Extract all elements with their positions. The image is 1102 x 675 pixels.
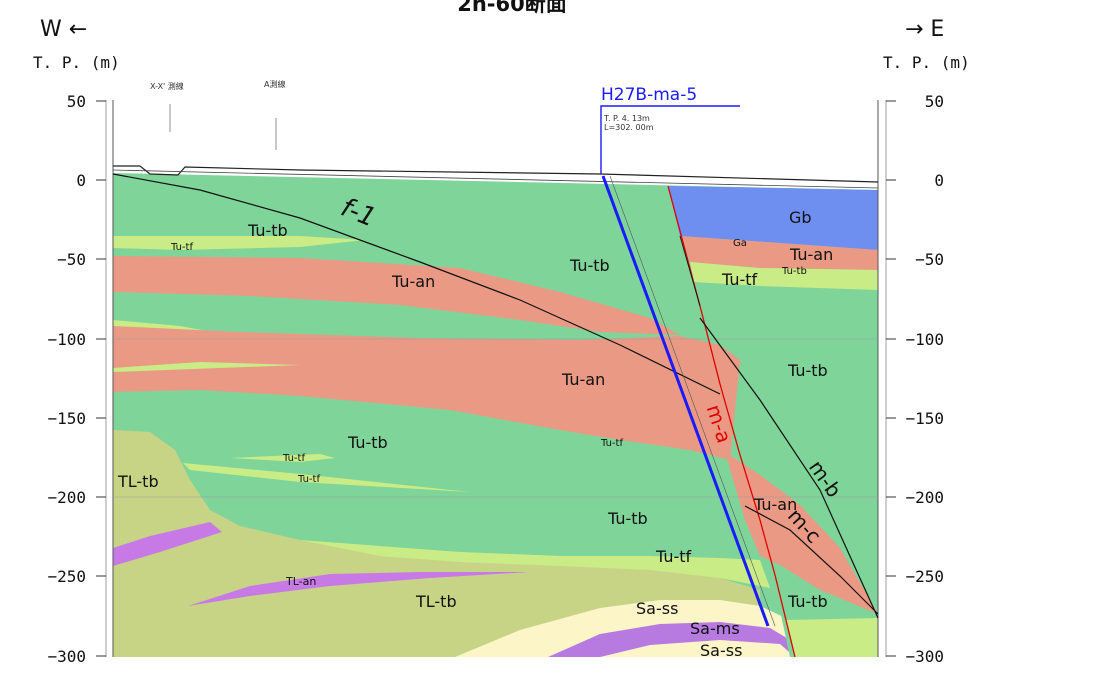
layer-tu-tf-lower	[113, 362, 300, 372]
label-tu-tf-4: Tu-tf	[297, 474, 320, 485]
layer-sa-ss-lower	[600, 640, 795, 657]
layer-tl-tb-west	[113, 430, 760, 657]
tick-marks-right	[886, 100, 896, 657]
borehole-elevation: T. P. 4. 13m	[603, 114, 650, 123]
label-ga: Ga	[733, 238, 747, 249]
tick-labels-right: 50 0 −50 −100 −150 −200 −250 −300	[905, 92, 944, 666]
label-tu-tf-3: Tu-tf	[282, 453, 305, 464]
label-sa-ss-1: Sa-ss	[636, 599, 678, 618]
borehole-name: H27B-ma-5	[601, 85, 697, 105]
layer-tu-an-upper	[113, 256, 680, 335]
tick-right-m50: −50	[915, 250, 944, 269]
unit-labels: Tu-tb Tu-tf Tu-tb Tu-an Tu-an Tu-tb Tu-t…	[117, 208, 833, 660]
tick-right-m250: −250	[905, 567, 944, 586]
layer-tu-tf-west-top	[113, 236, 365, 250]
west-label: W ←	[40, 17, 87, 42]
borehole-length: L=302. 00m	[604, 123, 654, 132]
layer-tu-an-main	[113, 326, 740, 460]
unit-label-left: T. P. (m)	[33, 53, 120, 72]
ground-surface-2	[112, 169, 879, 189]
tick-left-0: 0	[76, 171, 86, 190]
label-tu-tb-1: Tu-tb	[247, 221, 288, 240]
borehole-track-edge	[609, 175, 776, 627]
label-tu-tb-2: Tu-tb	[569, 256, 610, 275]
tick-right-m100: −100	[905, 330, 944, 349]
label-tu-an-1: Tu-an	[391, 272, 435, 291]
layer-tu-tf-east	[690, 262, 878, 290]
tick-right-0: 0	[934, 171, 944, 190]
section-title: 2n-60断面	[457, 0, 567, 16]
label-tu-tf-1: Tu-tf	[170, 242, 193, 253]
label-sa-ss-2: Sa-ss	[700, 641, 742, 660]
survey-line-a-label: A測線	[264, 79, 285, 89]
east-label: → E	[905, 17, 944, 42]
layer-tu-tf-lens-1	[230, 454, 335, 462]
layer-gb	[668, 186, 878, 250]
label-tl-tb-1: TL-tb	[117, 472, 159, 491]
label-tu-tb-3: Tu-tb	[347, 433, 388, 452]
layer-tu-an-east	[682, 240, 878, 270]
fault-f1-line	[112, 173, 721, 395]
tick-left-m150: −150	[47, 409, 86, 428]
fault-mc-line	[744, 505, 879, 615]
fault-mb-line	[699, 317, 879, 619]
label-tu-an-2: Tu-an	[561, 370, 605, 389]
ground-surface	[113, 165, 879, 183]
borehole-header-line	[600, 105, 740, 174]
unit-label-right: T. P. (m)	[883, 53, 970, 72]
tick-left-m50: −50	[57, 250, 86, 269]
label-tl-an: TL-an	[285, 575, 316, 588]
tick-left-m250: −250	[47, 567, 86, 586]
label-tu-tf-2: Tu-tf	[600, 438, 623, 449]
label-tl-tb-2: TL-tb	[415, 592, 457, 611]
label-tu-tb-e2: Tu-tb	[787, 592, 828, 611]
tick-left-m200: −200	[47, 488, 86, 507]
tick-right-50: 50	[925, 92, 944, 111]
tick-left-50: 50	[67, 92, 86, 111]
layer-tl-an-west	[113, 522, 222, 566]
tick-right-m150: −150	[905, 409, 944, 428]
layer-tl-an-center	[188, 572, 530, 606]
borehole-track	[601, 175, 770, 627]
label-tu-tb-e: Tu-tb	[787, 361, 828, 380]
layer-tu-tf-east-bottom	[785, 618, 878, 657]
label-tu-an-e2: Tu-an	[753, 495, 797, 514]
label-tu-an-e: Tu-an	[789, 245, 833, 264]
tick-marks-left	[96, 100, 106, 657]
label-tu-tf-5: Tu-tf	[655, 547, 692, 566]
label-gb: Gb	[789, 208, 812, 227]
tick-labels-left: 50 0 −50 −100 −150 −200 −250 −300	[47, 92, 86, 666]
label-tu-tb-4: Tu-tb	[607, 509, 648, 528]
tick-left-m100: −100	[47, 330, 86, 349]
layer-tu-tf-band	[300, 540, 770, 588]
tick-right-m300: −300	[905, 647, 944, 666]
tick-left-m300: −300	[47, 647, 86, 666]
layer-tu-tf-lens-2	[183, 463, 470, 492]
fault-ma-line-2	[679, 235, 701, 307]
label-tu-tf-e: Tu-tf	[721, 270, 758, 289]
grid-lines	[113, 338, 878, 498]
label-tu-tb-e-small: Tu-tb	[781, 266, 807, 277]
label-sa-ms: Sa-ms	[690, 619, 740, 638]
layer-tu-an-east-wedge	[725, 452, 878, 614]
survey-line-xx-label: X-X' 測線	[150, 81, 184, 91]
tick-right-m200: −200	[905, 488, 944, 507]
